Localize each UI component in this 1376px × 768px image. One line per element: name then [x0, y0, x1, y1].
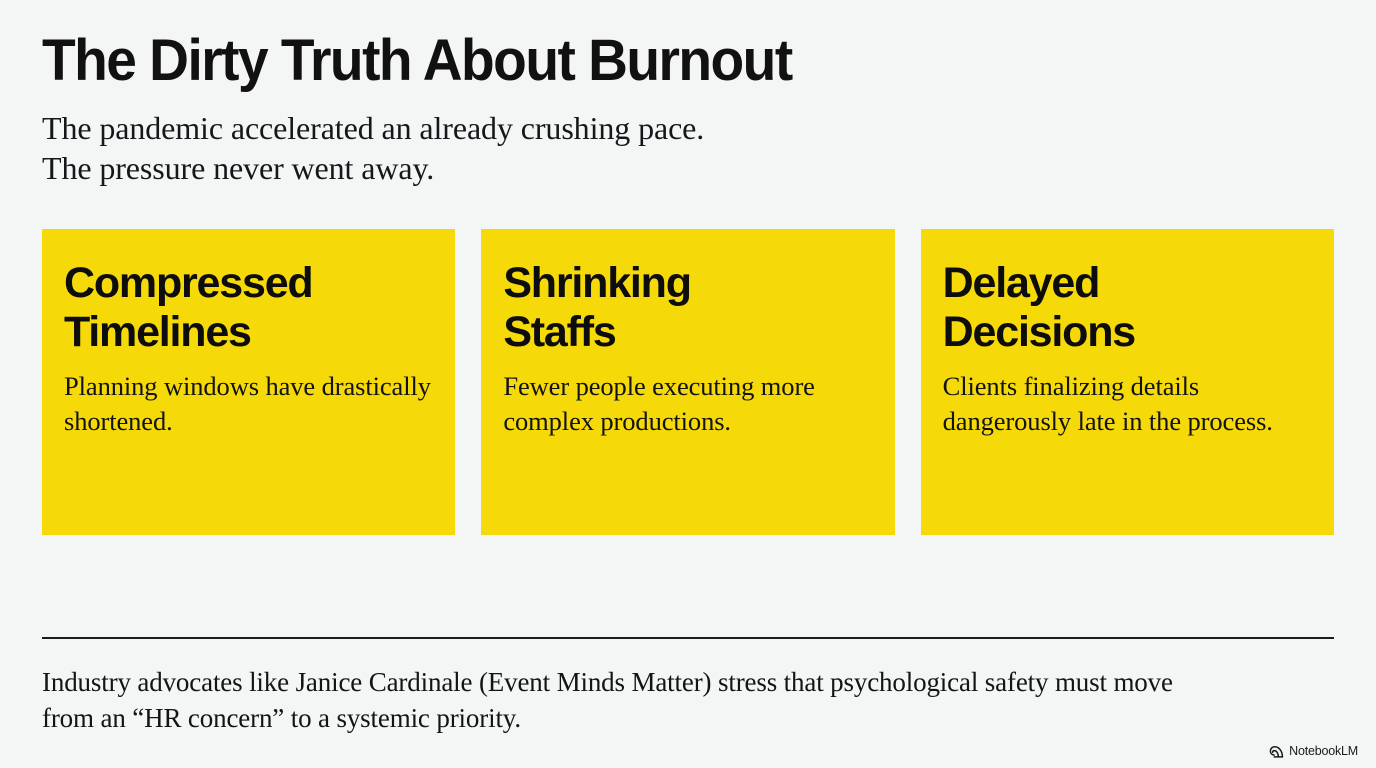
- page-title: The Dirty Truth About Burnout: [42, 28, 793, 93]
- card-body: Planning windows have drastically shorte…: [64, 371, 431, 436]
- card-heading: Compressed Timelines: [64, 259, 433, 357]
- slide-subtitle: The pandemic accelerated an already crus…: [42, 108, 1334, 188]
- subtitle-line-2: The pressure never went away.: [42, 150, 435, 186]
- footnote-line-1: Industry advocates like Janice Cardinale…: [42, 667, 1173, 697]
- card-heading-line-2: Decisions: [942, 308, 1137, 356]
- card-heading-line-1: Shrinking: [503, 259, 692, 307]
- card-compressed-timelines: Compressed Timelines Planning windows ha…: [42, 229, 456, 535]
- notebooklm-label: NotebookLM: [1289, 744, 1358, 758]
- footnote-line-2: from an “HR concern” to a systemic prior…: [42, 703, 521, 733]
- card-shrinking-staffs: Shrinking Staffs Fewer people executing …: [481, 229, 895, 535]
- card-heading-line-1: Compressed: [64, 259, 314, 307]
- slide-header: The Dirty Truth About Burnout The pandem…: [42, 28, 1334, 188]
- footnote: Industry advocates like Janice Cardinale…: [42, 664, 1334, 736]
- card-group: Compressed Timelines Planning windows ha…: [42, 229, 1334, 535]
- card-body: Fewer people executing more complex prod…: [503, 371, 815, 436]
- subtitle-line-1: The pandemic accelerated an already crus…: [42, 110, 705, 146]
- card-heading: Delayed Decisions: [943, 259, 1312, 357]
- card-heading-line-2: Staffs: [503, 308, 616, 356]
- notebooklm-spiral-icon: [1269, 745, 1284, 758]
- notebooklm-brand: NotebookLM: [1269, 744, 1358, 758]
- card-body: Clients finalizing details dangerously l…: [942, 371, 1273, 436]
- horizontal-rule: [42, 637, 1334, 639]
- card-delayed-decisions: Delayed Decisions Clients finalizing det…: [920, 229, 1334, 535]
- card-heading: Shrinking Staffs: [503, 259, 872, 357]
- card-heading-line-2: Timelines: [64, 308, 252, 356]
- card-heading-line-1: Delayed: [942, 259, 1101, 307]
